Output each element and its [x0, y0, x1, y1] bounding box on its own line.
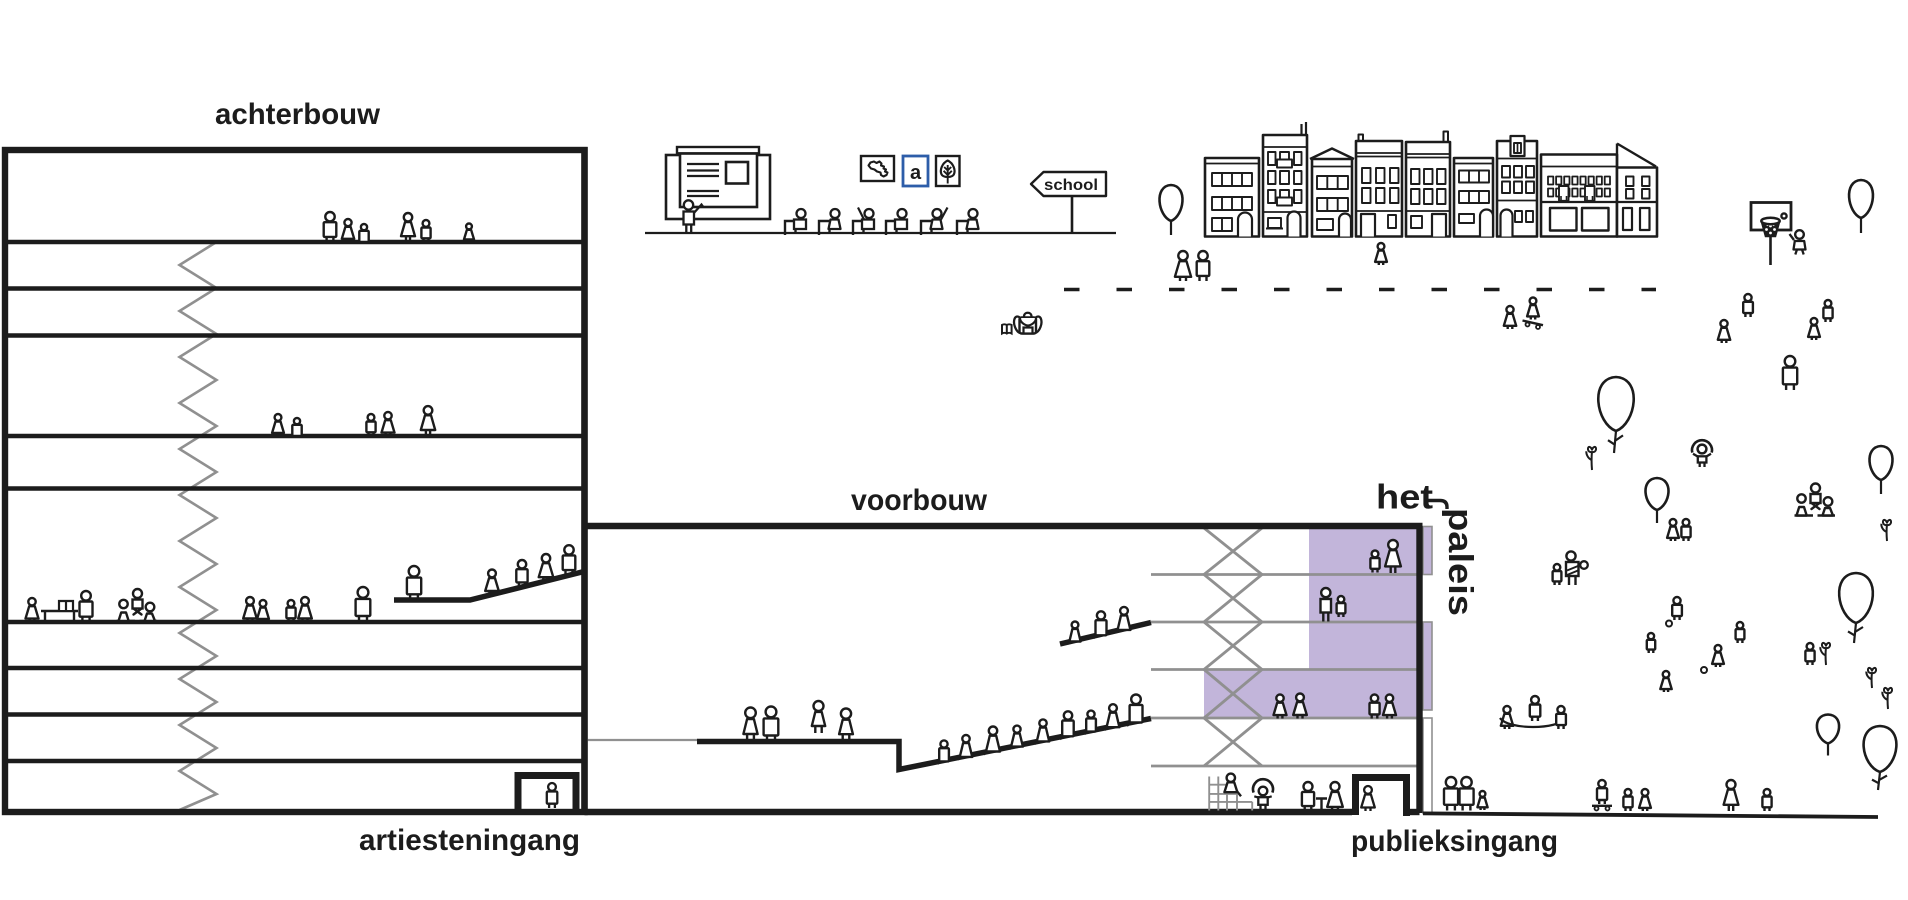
svg-text:paleis: paleis [1441, 508, 1479, 616]
svg-text:voorbouw: voorbouw [851, 484, 988, 517]
svg-text:het: het [1376, 479, 1433, 517]
svg-text:publieksingang: publieksingang [1351, 825, 1558, 858]
svg-text:artiesteningang: artiesteningang [359, 824, 580, 857]
svg-text:school: school [1044, 177, 1098, 194]
svg-text:achterbouw: achterbouw [215, 98, 381, 131]
svg-text:a: a [910, 162, 922, 184]
